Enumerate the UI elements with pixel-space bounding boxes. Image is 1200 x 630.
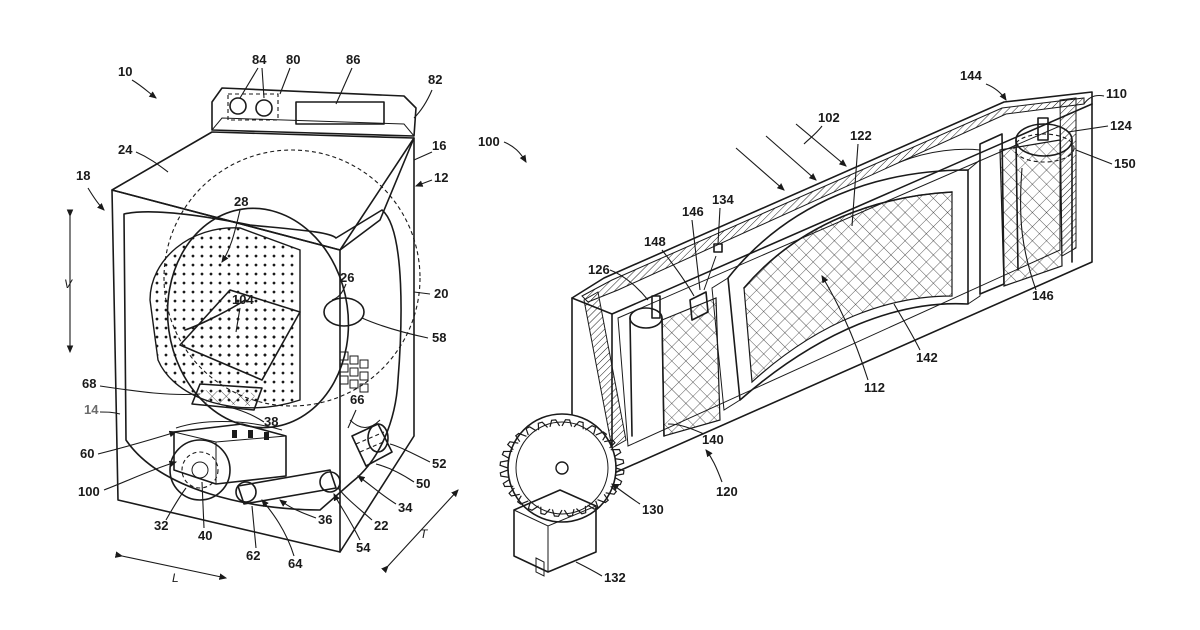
axis-label-v: V bbox=[64, 277, 73, 291]
ref-18: 18 bbox=[76, 168, 90, 183]
ref-124: 124 bbox=[1110, 118, 1132, 133]
right-roller-mesh bbox=[1000, 140, 1062, 286]
left-roller-spindle bbox=[652, 296, 660, 318]
ref-50: 50 bbox=[416, 476, 430, 491]
ref-60: 60 bbox=[80, 446, 94, 461]
ref-16: 16 bbox=[432, 138, 446, 153]
ref-10: 10 bbox=[118, 64, 132, 79]
ref-22: 22 bbox=[374, 518, 388, 533]
axis-label-l: L bbox=[172, 571, 179, 585]
dryer-top-panel bbox=[112, 132, 414, 250]
ref-102: 102 bbox=[818, 110, 840, 125]
control-knob-1 bbox=[230, 98, 246, 114]
ref-28: 28 bbox=[234, 194, 248, 209]
ref-100-right: 100 bbox=[478, 134, 500, 149]
ref-36: 36 bbox=[318, 512, 332, 527]
ref-146-right: 146 bbox=[1032, 288, 1054, 303]
housing-end-wall bbox=[1060, 98, 1076, 256]
filter-cartridge-assembly bbox=[500, 92, 1092, 576]
ref-140: 140 bbox=[702, 432, 724, 447]
ref-112: 112 bbox=[864, 380, 885, 395]
ref-12: 12 bbox=[434, 170, 448, 185]
ref-100: 100 bbox=[78, 484, 100, 499]
ref-84: 84 bbox=[252, 52, 267, 67]
dryer-appliance bbox=[112, 88, 420, 552]
control-knob-2 bbox=[256, 100, 272, 116]
ref-146-left: 146 bbox=[682, 204, 704, 219]
filter-box-fins bbox=[232, 430, 269, 440]
ref-32: 32 bbox=[154, 518, 168, 533]
blower-fan bbox=[182, 452, 218, 488]
ref-134: 134 bbox=[712, 192, 734, 207]
ref-122: 122 bbox=[850, 128, 872, 143]
ref-38: 38 bbox=[264, 414, 278, 429]
ref-52: 52 bbox=[432, 456, 446, 471]
ref-68: 68 bbox=[82, 376, 96, 391]
ref-144: 144 bbox=[960, 68, 982, 83]
ref-110: 110 bbox=[1106, 86, 1127, 101]
left-roller-mesh bbox=[662, 298, 720, 436]
ref-86: 86 bbox=[346, 52, 360, 67]
ref-40: 40 bbox=[198, 528, 212, 543]
ref-82: 82 bbox=[428, 72, 442, 87]
ref-126: 126 bbox=[588, 262, 610, 277]
ref-34: 34 bbox=[398, 500, 413, 515]
ref-80: 80 bbox=[286, 52, 300, 67]
ref-148: 148 bbox=[644, 234, 666, 249]
ref-54: 54 bbox=[356, 540, 371, 555]
ref-132: 132 bbox=[604, 570, 626, 585]
ref-24: 24 bbox=[118, 142, 133, 157]
ref-104: 104 bbox=[232, 292, 254, 307]
ref-20: 20 bbox=[434, 286, 448, 301]
axis-label-t: T bbox=[420, 527, 429, 541]
ref-150: 150 bbox=[1114, 156, 1136, 171]
ref-58: 58 bbox=[432, 330, 446, 345]
airflow-arrows bbox=[736, 124, 846, 190]
ref-120: 120 bbox=[716, 484, 738, 499]
right-roller-spindle bbox=[1038, 118, 1048, 140]
ref-130: 130 bbox=[642, 502, 664, 517]
ref-62: 62 bbox=[246, 548, 260, 563]
exhaust-vent bbox=[324, 298, 364, 326]
ref-14: 14 bbox=[84, 402, 99, 417]
ref-26: 26 bbox=[340, 270, 354, 285]
ref-66: 66 bbox=[350, 392, 364, 407]
drive-gear bbox=[500, 414, 624, 522]
ref-142: 142 bbox=[916, 350, 938, 365]
ref-64: 64 bbox=[288, 556, 303, 571]
